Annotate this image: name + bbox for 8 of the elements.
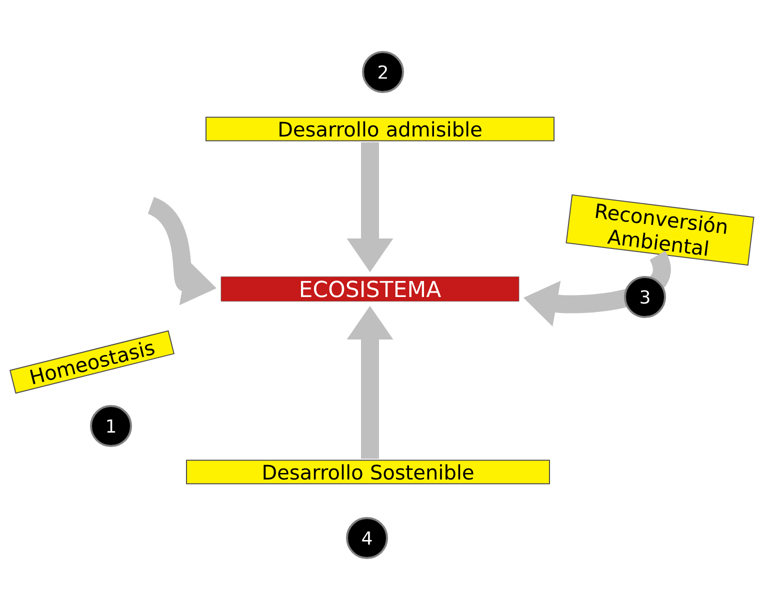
label-box: Desarrollo Sostenible: [186, 460, 550, 484]
number-badge: 2: [362, 51, 404, 93]
number-badge: 4: [346, 517, 388, 559]
label-box: Desarrollo admisible: [206, 116, 554, 142]
title-box: ECOSISTEMA: [220, 276, 520, 302]
number-badge: 3: [624, 276, 666, 318]
number-badge: 1: [90, 405, 132, 447]
label-box: Reconversión Ambiental: [566, 194, 754, 266]
